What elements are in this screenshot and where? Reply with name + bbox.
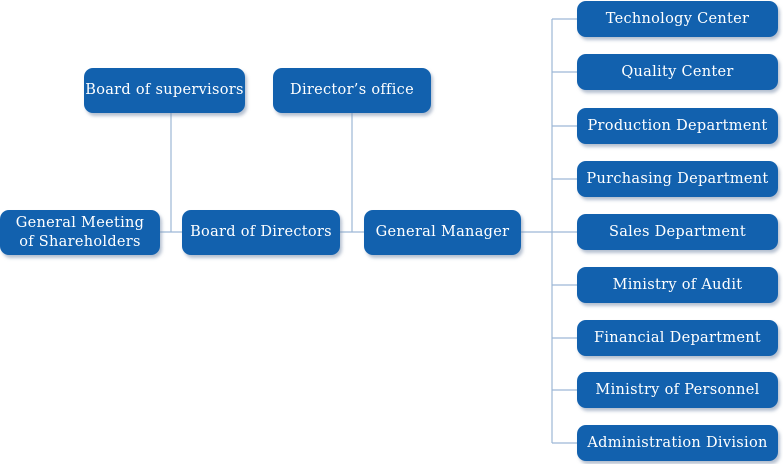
general-manager-node: General Manager bbox=[364, 210, 521, 255]
department-node: Ministry of Personnel bbox=[577, 372, 778, 408]
department-label: Technology Center bbox=[605, 10, 750, 27]
directors-office-node: Director’s office bbox=[273, 68, 431, 113]
board-of-supervisors-node: Board of supervisors bbox=[84, 68, 245, 113]
department-node: Administration Division bbox=[577, 425, 778, 461]
department-node: Production Department bbox=[577, 108, 778, 144]
general-manager-label: General Manager bbox=[375, 224, 510, 240]
board-of-directors-label: Board of Directors bbox=[190, 224, 332, 240]
department-label: Administration Division bbox=[587, 434, 768, 451]
department-node: Purchasing Department bbox=[577, 161, 778, 197]
department-label: Production Department bbox=[587, 117, 768, 134]
board-of-supervisors-label: Board of supervisors bbox=[85, 82, 244, 98]
department-label: Financial Department bbox=[593, 329, 762, 346]
department-label: Purchasing Department bbox=[586, 170, 769, 187]
board-of-directors-node: Board of Directors bbox=[182, 210, 340, 255]
department-label: Ministry of Personnel bbox=[595, 381, 760, 398]
department-label: Sales Department bbox=[608, 223, 747, 240]
directors-office-label: Director’s office bbox=[290, 82, 414, 98]
department-node: Ministry of Audit bbox=[577, 267, 778, 303]
department-label: Ministry of Audit bbox=[612, 276, 743, 293]
department-node: Quality Center bbox=[577, 54, 778, 90]
department-node: Technology Center bbox=[577, 1, 778, 37]
shareholders-label: General Meeting of Shareholders bbox=[15, 214, 145, 250]
department-node: Sales Department bbox=[577, 214, 778, 250]
shareholders-node: General Meeting of Shareholders bbox=[0, 210, 160, 255]
department-node: Financial Department bbox=[577, 320, 778, 356]
department-label: Quality Center bbox=[621, 63, 734, 80]
